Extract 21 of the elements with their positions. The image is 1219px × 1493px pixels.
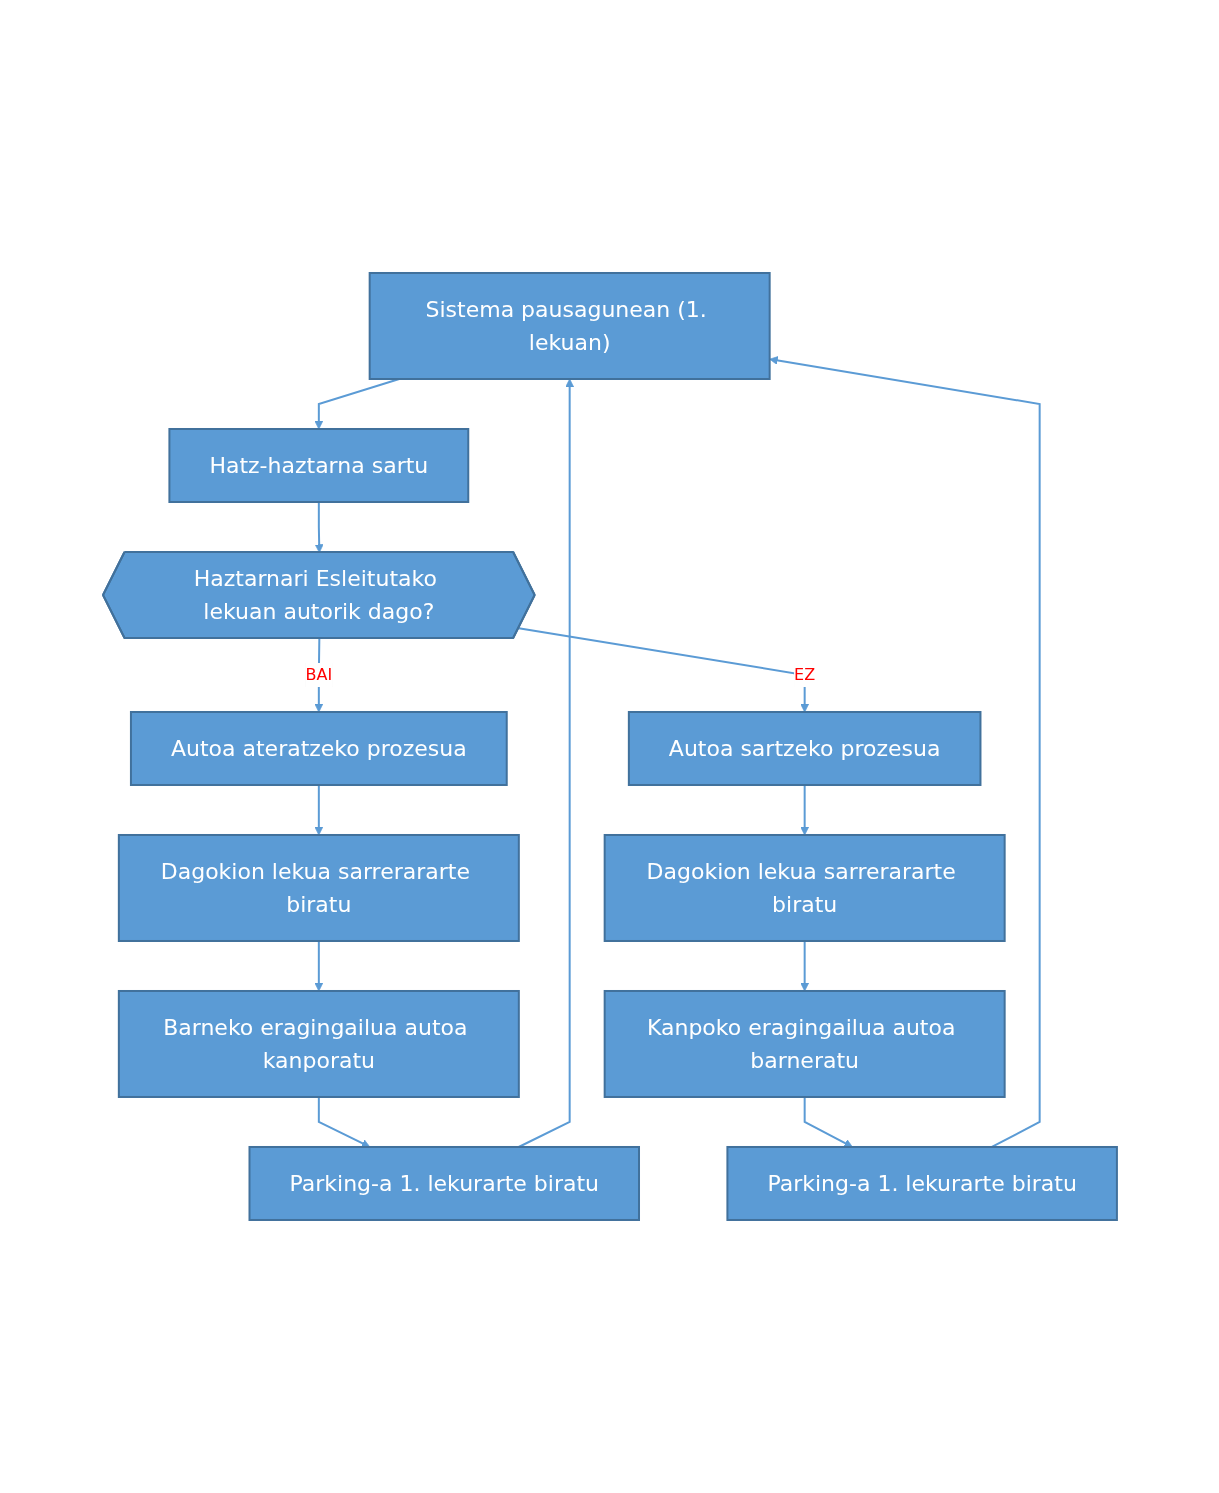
arrow	[799, 940, 809, 992]
arrow	[517, 627, 809, 713]
arrow	[314, 501, 324, 553]
node-box: Kanpoko eragingailua autoa barneratu	[603, 990, 1006, 1098]
node-box: Autoa ateratzeko prozesua	[129, 711, 508, 786]
node-box: Autoa sartzeko prozesua	[627, 711, 981, 786]
arrow	[313, 784, 323, 836]
arrow	[313, 940, 323, 992]
arrow	[803, 1096, 853, 1148]
edge-label: BAI	[305, 664, 332, 684]
node-box: Parking-a 1. lekurarte biratu	[248, 1146, 640, 1221]
node-box: Hatz-haztarna sartu	[167, 428, 469, 503]
arrow	[517, 378, 574, 1148]
arrow	[799, 784, 809, 836]
edge-label: EZ	[793, 664, 815, 684]
node-box: Parking-a 1. lekurarte biratu	[725, 1146, 1118, 1221]
node-box: Barneko eragingailua autoa kanporatu	[117, 990, 520, 1098]
node-box: Sistema pausagunean (1. lekuan)	[368, 272, 771, 380]
arrow	[317, 1096, 370, 1148]
node-box: Dagokion lekua sarrerararte biratu	[603, 834, 1006, 942]
node-box: Dagokion lekua sarrerararte biratu	[117, 834, 520, 942]
